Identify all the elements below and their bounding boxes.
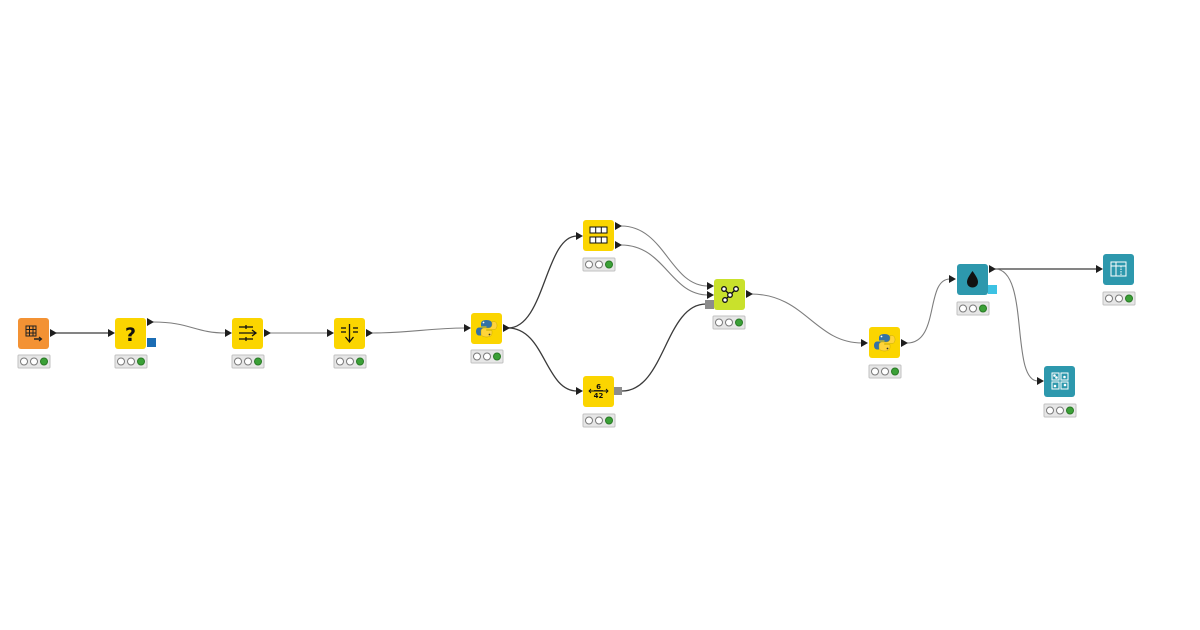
node-table-reader[interactable] (17, 318, 57, 369)
node-missing-value[interactable]: ? (108, 318, 156, 369)
input-port[interactable] (861, 339, 868, 347)
status-indicator (582, 413, 616, 428)
svg-text:6: 6 (596, 383, 601, 391)
connection-missing-to-colfilter[interactable] (152, 321, 227, 334)
output-port[interactable] (264, 329, 271, 337)
output-port[interactable] (366, 329, 373, 337)
node-row-sorter[interactable] (327, 318, 373, 369)
status-indicator (470, 349, 504, 364)
output-port[interactable] (989, 265, 996, 273)
status-indicator (712, 315, 746, 330)
node-column-filter[interactable] (225, 318, 271, 369)
learner-graph-icon (721, 286, 739, 303)
status-indicator (1043, 403, 1077, 418)
row-sorter-icon (341, 324, 358, 344)
output-port[interactable] (50, 329, 57, 337)
node-python-script-2[interactable] (861, 327, 908, 379)
scatter-matrix-icon (1051, 372, 1069, 390)
input-port[interactable] (108, 329, 115, 337)
node-row-splitter[interactable] (576, 220, 622, 272)
color-model-output-port[interactable] (988, 285, 997, 294)
status-indicator (114, 354, 148, 369)
table-view-icon (1110, 261, 1127, 277)
output-port[interactable] (147, 318, 154, 326)
node-table-view[interactable] (1096, 254, 1136, 306)
input-port[interactable] (327, 329, 334, 337)
question-mark-icon: ? (125, 324, 136, 346)
svg-text:42: 42 (594, 392, 604, 400)
table-reader-icon (25, 325, 43, 342)
output-port[interactable] (901, 339, 908, 347)
connection-learner-to-python2[interactable] (750, 293, 863, 344)
input-port-top[interactable] (707, 282, 714, 290)
input-port[interactable] (576, 232, 583, 240)
status-indicator (956, 301, 990, 316)
input-port[interactable] (225, 329, 232, 337)
connections (56, 225, 1097, 392)
flow-variable-output-port[interactable] (614, 387, 622, 395)
connection-python2-to-colorizer[interactable] (906, 278, 951, 344)
output-port-top[interactable] (615, 222, 622, 230)
python-logo-icon (874, 334, 896, 352)
partition-table-icon (589, 226, 608, 244)
input-port[interactable] (576, 387, 583, 395)
node-colorizer[interactable] (949, 264, 997, 316)
node-python-script-1[interactable] (464, 313, 510, 364)
output-port[interactable] (746, 290, 753, 298)
input-port[interactable] (949, 275, 956, 283)
column-filter-icon (239, 325, 258, 341)
status-indicator (231, 354, 265, 369)
node-body[interactable] (115, 318, 146, 349)
connection-splitter-top-to-learner[interactable] (620, 225, 709, 287)
connection-splitter-bottom-to-learner[interactable] (620, 244, 709, 296)
input-port-middle[interactable] (707, 291, 714, 299)
input-port[interactable] (1037, 377, 1044, 385)
node-normalizer[interactable]: 6 42 (576, 376, 622, 428)
status-indicator (868, 364, 902, 379)
connection-colorizer-to-scatter[interactable] (994, 268, 1039, 382)
model-output-port[interactable] (147, 338, 156, 347)
node-body[interactable] (583, 376, 614, 407)
python-logo-icon (476, 320, 498, 338)
status-indicator (17, 354, 51, 369)
connection-normalizer-to-learner[interactable] (621, 303, 707, 392)
normalizer-icon: 6 42 (588, 383, 609, 400)
node-learner[interactable] (705, 279, 753, 330)
connection-python-to-splitter[interactable] (507, 235, 578, 329)
node-body[interactable] (1103, 254, 1134, 285)
output-port-bottom[interactable] (615, 241, 622, 249)
connection-python-to-normalizer[interactable] (507, 327, 578, 392)
input-port[interactable] (1096, 265, 1103, 273)
output-port[interactable] (503, 324, 510, 332)
flow-variable-input-port[interactable] (705, 300, 714, 309)
status-indicator (1102, 291, 1136, 306)
node-body[interactable] (583, 220, 614, 251)
color-drop-icon (967, 271, 978, 288)
status-indicator (582, 257, 616, 272)
input-port[interactable] (464, 324, 471, 332)
status-indicator (333, 354, 367, 369)
node-scatter-view[interactable] (1037, 366, 1077, 418)
connection-sorter-to-python[interactable] (371, 327, 466, 334)
